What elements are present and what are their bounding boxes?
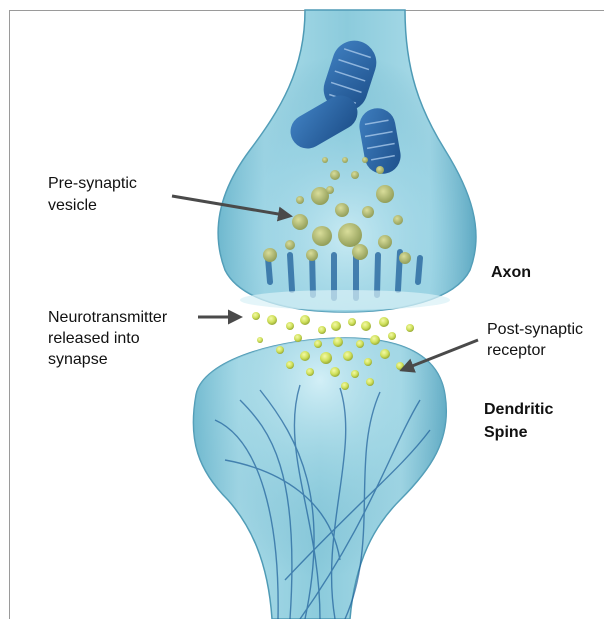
neurotransmitter-molecule bbox=[320, 352, 332, 364]
neurotransmitter-molecule bbox=[348, 318, 356, 326]
neurotransmitter-molecule bbox=[294, 334, 302, 342]
vesicle bbox=[335, 203, 349, 217]
presynaptic-label-line2: vesicle bbox=[48, 197, 97, 214]
neurotransmitter-molecule bbox=[388, 332, 396, 340]
vesicle bbox=[362, 206, 374, 218]
vesicle bbox=[330, 170, 340, 180]
neurotransmitter-molecule bbox=[341, 382, 349, 390]
neurotransmitter-molecule bbox=[306, 368, 314, 376]
vesicle bbox=[376, 166, 384, 174]
neurotransmitter-molecule bbox=[331, 321, 341, 331]
neurotransmitter-molecule bbox=[406, 324, 414, 332]
neurotransmitter-molecule bbox=[300, 315, 310, 325]
vesicle bbox=[399, 252, 411, 264]
neurotransmitter-molecule bbox=[276, 346, 284, 354]
vesicle bbox=[263, 248, 277, 262]
neurotransmitter-molecule bbox=[257, 337, 263, 343]
neurotransmitter-molecule bbox=[361, 321, 371, 331]
neurotransmitter-molecule bbox=[333, 337, 343, 347]
neurotransmitter-molecule bbox=[286, 322, 294, 330]
dendritic-label-line2: Spine bbox=[484, 424, 528, 441]
vesicle bbox=[362, 157, 368, 163]
presynaptic-label-line1: Pre-synaptic bbox=[48, 175, 137, 192]
postsynaptic-label-line1: Post-synaptic bbox=[487, 321, 583, 338]
neurotransmitter-molecule bbox=[318, 326, 326, 334]
neurotransmitter-molecule bbox=[364, 358, 372, 366]
vesicle bbox=[312, 226, 332, 246]
axon-label: Axon bbox=[491, 264, 531, 281]
vesicle bbox=[326, 186, 334, 194]
vesicle bbox=[338, 223, 362, 247]
neurotransmitter-molecule bbox=[286, 361, 294, 369]
dendritic-label-line1: Dendritic bbox=[484, 401, 553, 418]
neurotransmitter-molecule bbox=[366, 378, 374, 386]
vesicle bbox=[378, 235, 392, 249]
neurotransmitter-molecule bbox=[252, 312, 260, 320]
vesicle bbox=[296, 196, 304, 204]
neurotransmitter-label-line3: synapse bbox=[48, 351, 108, 368]
vesicle bbox=[292, 214, 308, 230]
neurotransmitter-molecule bbox=[300, 351, 310, 361]
neurotransmitter-label-line1: Neurotransmitter bbox=[48, 309, 168, 326]
neurotransmitter-molecule bbox=[343, 351, 353, 361]
vesicle bbox=[376, 185, 394, 203]
postsynaptic-label-line2: receptor bbox=[487, 342, 546, 359]
dendritic-spine bbox=[193, 338, 446, 619]
vesicle bbox=[322, 157, 328, 163]
vesicle bbox=[351, 171, 359, 179]
vesicle bbox=[352, 244, 368, 260]
neurotransmitter-molecule bbox=[380, 349, 390, 359]
neurotransmitter-molecule bbox=[356, 340, 364, 348]
vesicle bbox=[342, 157, 348, 163]
vesicle bbox=[306, 249, 318, 261]
neurotransmitter-molecule bbox=[314, 340, 322, 348]
neurotransmitter-molecule bbox=[370, 335, 380, 345]
neurotransmitter-label-line2: released into bbox=[48, 330, 140, 347]
neurotransmitter-molecule bbox=[267, 315, 277, 325]
vesicle bbox=[285, 240, 295, 250]
neurotransmitter-molecule bbox=[379, 317, 389, 327]
neurotransmitter-molecule bbox=[330, 367, 340, 377]
vesicle bbox=[393, 215, 403, 225]
neurotransmitter-molecule bbox=[351, 370, 359, 378]
